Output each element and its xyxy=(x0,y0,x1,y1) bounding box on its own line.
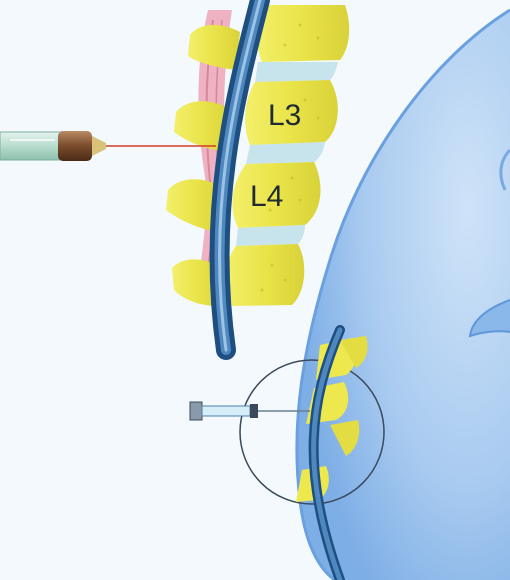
label-l3: L3 xyxy=(268,99,301,132)
disc-3 xyxy=(236,225,305,246)
vertebra-bottom xyxy=(226,244,305,306)
vertebra-top xyxy=(257,5,349,62)
disc-1 xyxy=(255,62,338,82)
label-l4: L4 xyxy=(250,180,283,213)
disc-2 xyxy=(246,142,325,164)
